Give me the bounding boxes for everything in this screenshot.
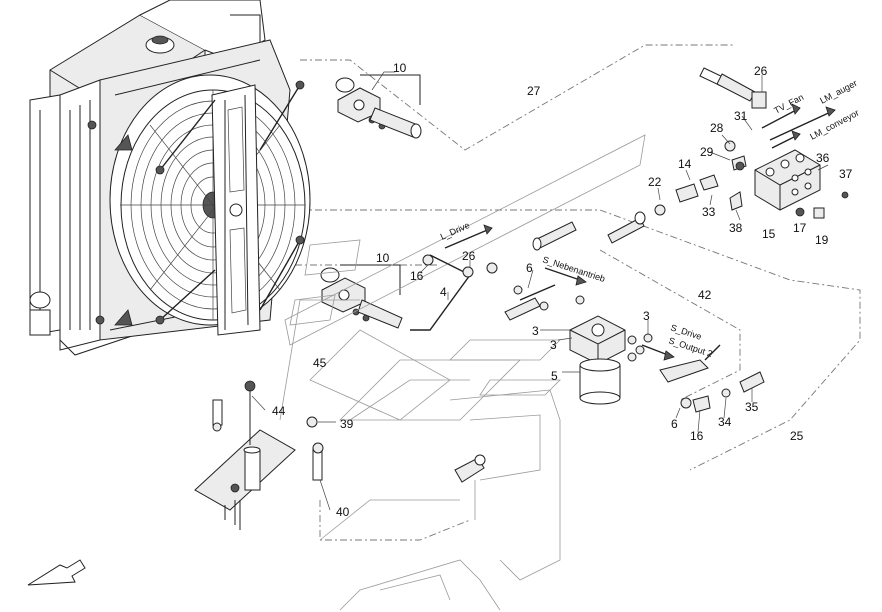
flow-label-s-output-2: S_Output 2	[667, 335, 713, 359]
callout-38: 38	[729, 221, 743, 235]
chassis-frame	[319, 389, 561, 611]
callout-40: 40	[336, 505, 350, 519]
callout-27: 27	[527, 84, 541, 98]
front-direction-arrow-icon	[27, 559, 86, 586]
callout-31: 31	[734, 109, 748, 123]
callout-19: 19	[815, 233, 829, 247]
mounting-plate-group	[194, 380, 324, 530]
callout-3-right: 3	[643, 309, 650, 323]
part-10-flange-upper	[335, 74, 422, 139]
callout-44: 44	[272, 404, 286, 418]
filter-assembly	[569, 315, 645, 405]
hose-fittings-right	[627, 333, 765, 413]
part-10-flange-lower	[320, 264, 403, 329]
hose-fittings-left	[410, 254, 585, 331]
callout-16-lower: 16	[690, 429, 704, 443]
ghost-plates	[279, 134, 646, 421]
callout-25: 25	[790, 429, 804, 443]
flow-label-lm-auger: LM_auger	[818, 78, 858, 106]
mid-fittings	[532, 67, 767, 251]
callout-36: 36	[816, 151, 830, 165]
callout-17: 17	[793, 221, 807, 235]
callout-37: 37	[839, 167, 853, 181]
callout-16-upper: 16	[410, 269, 424, 283]
flow-labels: TV_Fan LM_auger LM_conveyor L_Drive S_Ne…	[439, 78, 861, 359]
callout-22: 22	[648, 175, 662, 189]
callout-42: 42	[698, 288, 712, 302]
callout-28: 28	[710, 121, 724, 135]
flow-label-tv-fan: TV_Fan	[772, 92, 805, 116]
hose-routing-lines	[280, 44, 861, 541]
callout-6-upper: 6	[526, 261, 533, 275]
leader-lines	[251, 71, 829, 511]
callout-29: 29	[700, 145, 714, 159]
callout-26-upper: 26	[754, 64, 768, 78]
flow-label-s-nebenantrieb: S_Nebenantrieb	[541, 254, 606, 284]
flow-label-lm-conveyor: LM_conveyor	[808, 108, 860, 142]
callout-10-lower: 10	[376, 251, 390, 265]
callout-34: 34	[718, 415, 732, 429]
callout-14: 14	[678, 157, 692, 171]
callout-5: 5	[551, 369, 558, 383]
callout-45: 45	[313, 356, 327, 370]
callout-33: 33	[702, 205, 716, 219]
radiator-assembly	[29, 0, 311, 356]
callout-6-lower: 6	[671, 417, 678, 431]
callout-3-left-bottom: 3	[550, 338, 557, 352]
callout-10-upper: 10	[393, 61, 407, 75]
valve-block-15	[754, 149, 849, 219]
flow-arrows	[444, 103, 836, 361]
part-callouts: 10 26 27 31 28 29 36 14 22 37 33 38 15 1…	[272, 61, 853, 519]
callout-26-middle: 26	[462, 249, 476, 263]
callout-39: 39	[340, 417, 354, 431]
callout-15: 15	[762, 227, 776, 241]
callout-35: 35	[745, 400, 759, 414]
callout-4: 4	[440, 285, 447, 299]
callout-3-left-top: 3	[532, 324, 539, 338]
